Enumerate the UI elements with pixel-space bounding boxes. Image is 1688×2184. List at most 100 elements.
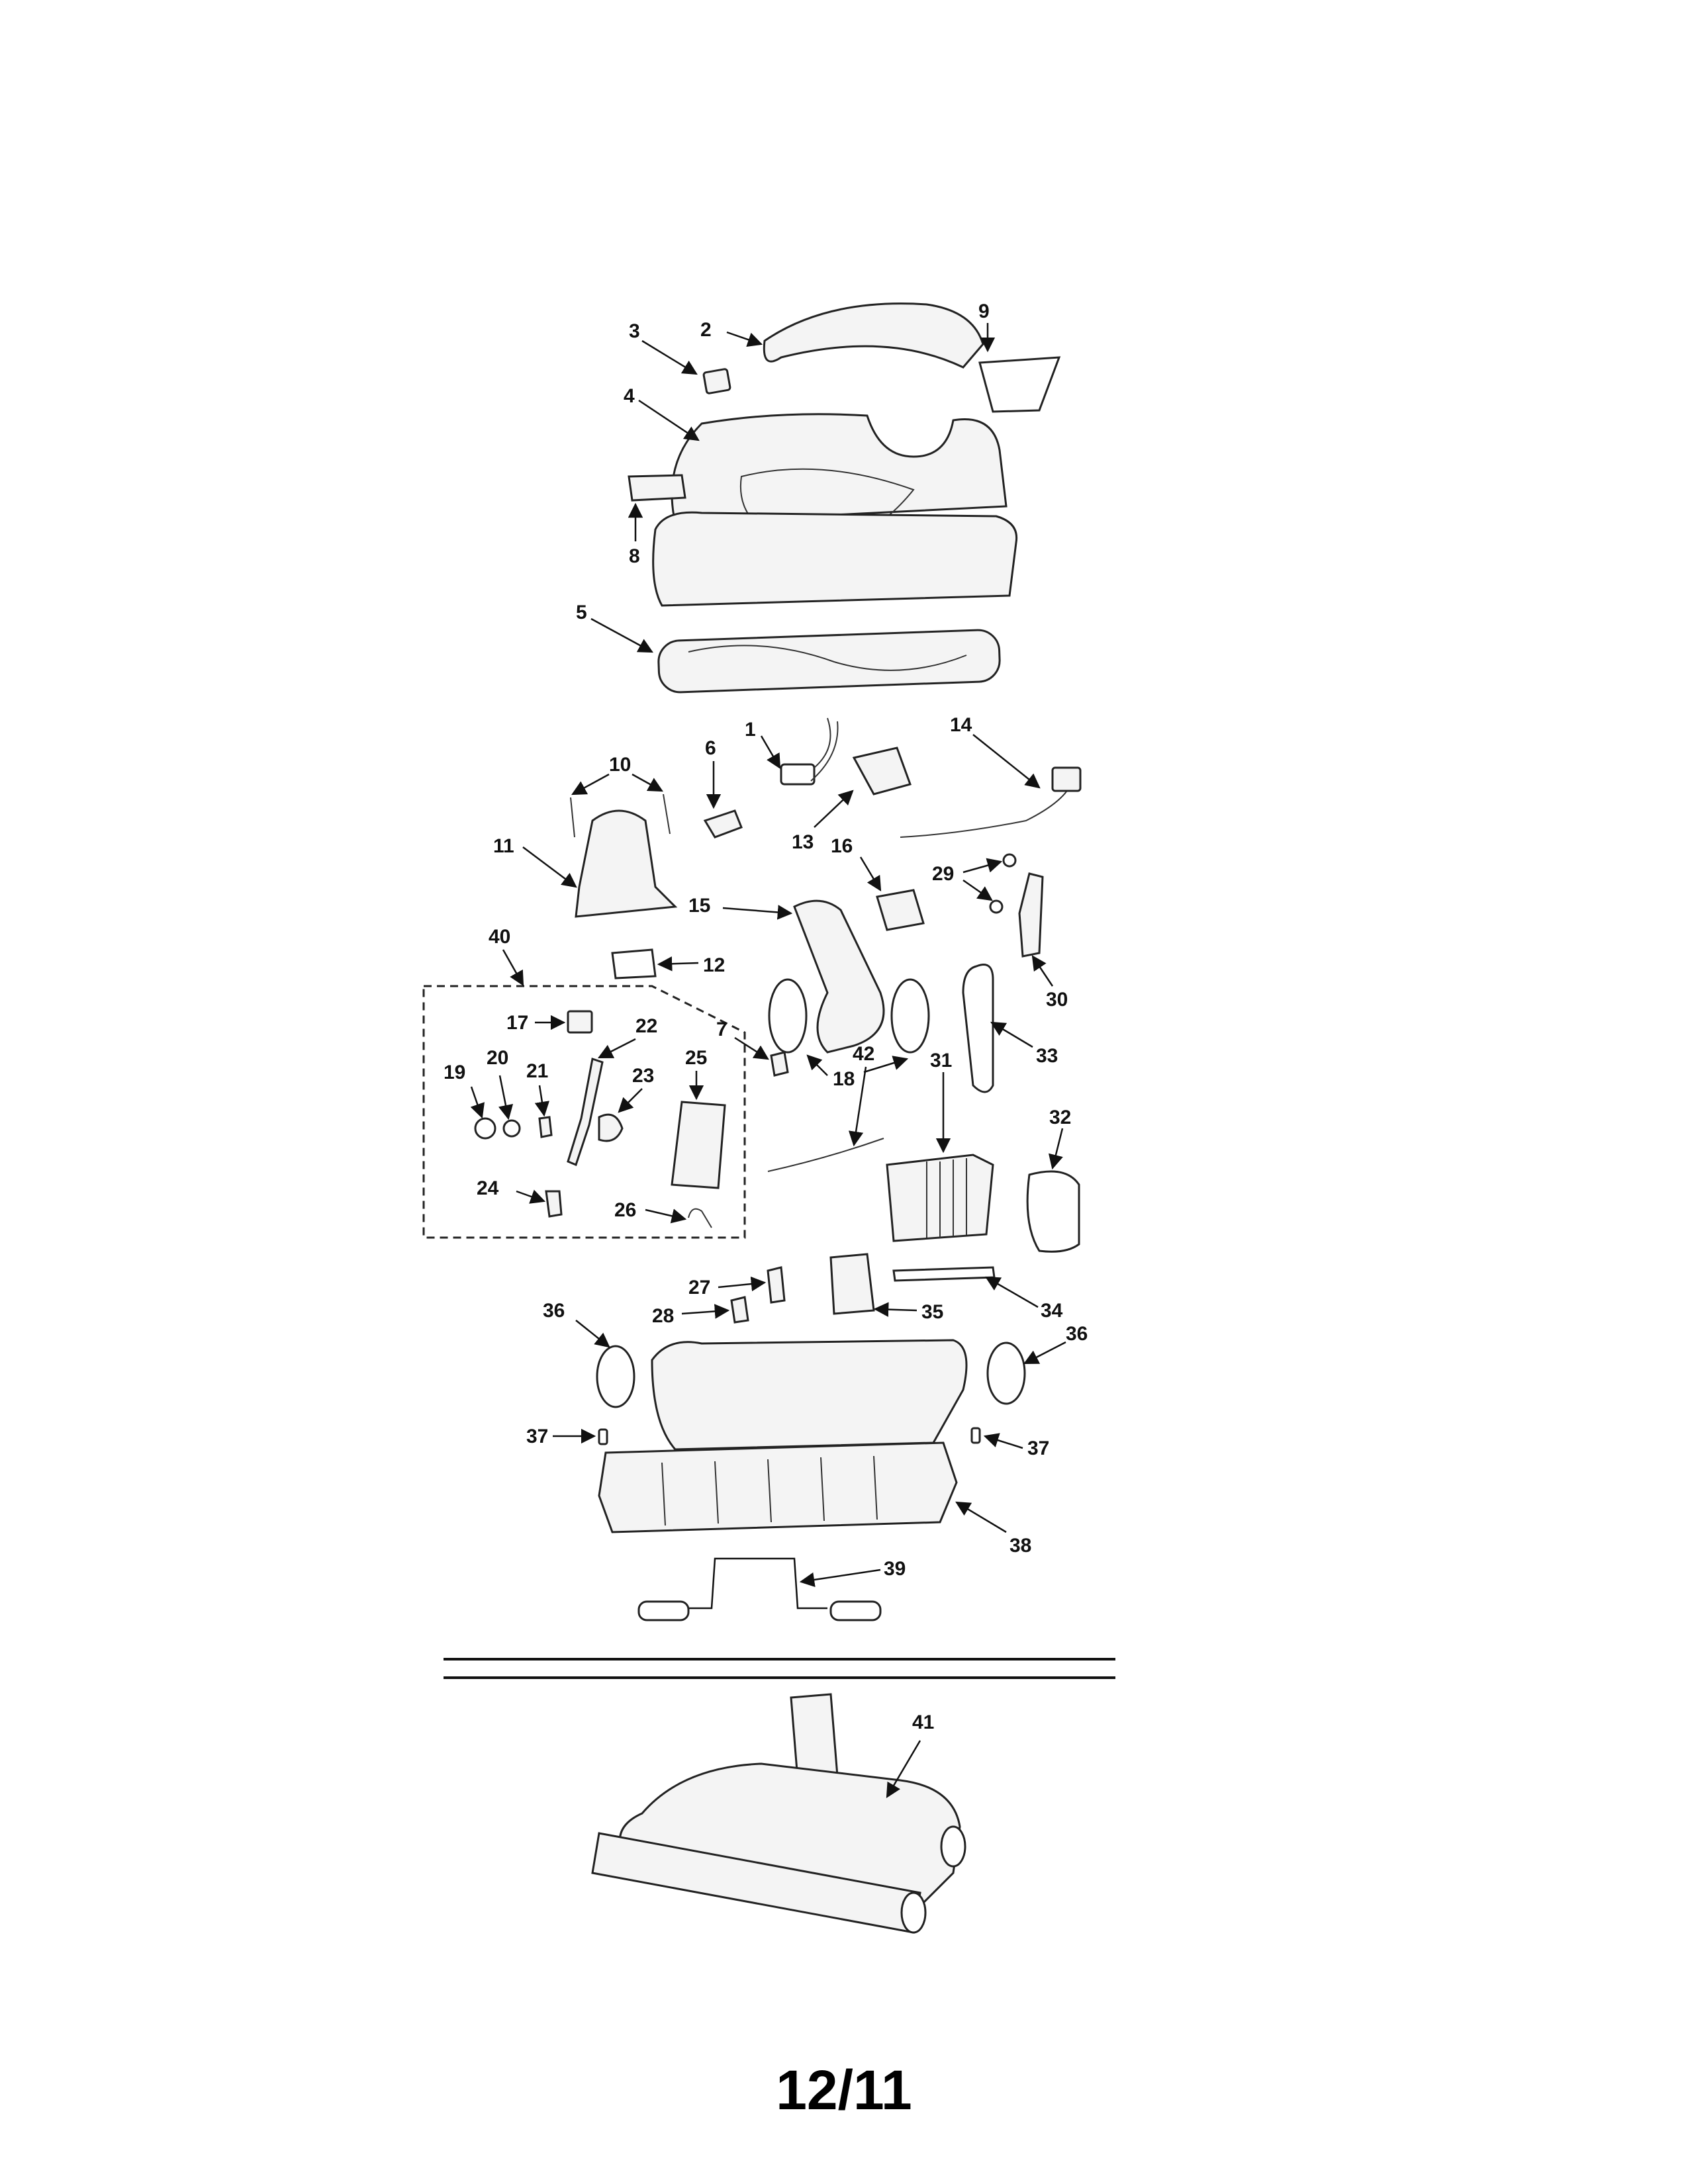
callout-35: 35 — [921, 1301, 943, 1323]
part-32-band — [1026, 1170, 1080, 1253]
callout-23: 23 — [632, 1065, 654, 1087]
leader-14 — [972, 734, 1041, 789]
callout-32: 32 — [1049, 1107, 1071, 1128]
callout-17: 17 — [506, 1012, 528, 1034]
part-39-roller-right — [829, 1600, 882, 1621]
page-number: 12/11 — [776, 2059, 912, 2121]
callout-22: 22 — [635, 1015, 657, 1037]
leader-24 — [516, 1189, 546, 1204]
part-1-wire — [810, 717, 839, 782]
callout-2: 2 — [700, 319, 712, 341]
leader-29-top — [962, 858, 1003, 874]
leader-34 — [985, 1276, 1039, 1308]
part-9-filter — [978, 356, 1061, 413]
part-11-bracket — [575, 809, 678, 918]
part-18-wheel-right — [890, 978, 930, 1054]
callout-36-left: 36 — [543, 1300, 565, 1322]
part-6-switch — [703, 809, 743, 839]
leader-4 — [638, 399, 700, 441]
callout-26: 26 — [614, 1199, 636, 1221]
callout-30: 30 — [1046, 989, 1068, 1011]
callout-5: 5 — [576, 602, 587, 623]
leader-18-right — [863, 1056, 909, 1073]
leader-38 — [955, 1501, 1007, 1533]
part-30-latch — [1018, 872, 1044, 958]
callout-9: 9 — [978, 300, 990, 322]
callout-1: 1 — [745, 719, 756, 741]
leader-12 — [657, 956, 699, 972]
part-29-pin-top — [1002, 853, 1017, 868]
part-17-cap — [567, 1010, 593, 1034]
part-7-spring — [770, 1051, 789, 1077]
part-16-clip — [876, 889, 925, 931]
callout-11: 11 — [493, 835, 514, 857]
leader-35 — [873, 1302, 917, 1317]
callout-24: 24 — [477, 1177, 499, 1199]
callout-10: 10 — [609, 754, 631, 776]
leader-7 — [734, 1036, 769, 1060]
part-15-neck — [793, 899, 885, 1054]
part-3-square-pad — [702, 368, 731, 394]
leader-23 — [618, 1088, 643, 1113]
callout-34: 34 — [1041, 1300, 1063, 1322]
part-35-bracket — [829, 1253, 875, 1315]
callout-42: 42 — [853, 1043, 874, 1065]
callout-18: 18 — [833, 1068, 855, 1090]
callout-38: 38 — [1009, 1535, 1031, 1557]
leader-29-bottom — [962, 879, 993, 901]
leader-42 — [848, 1066, 867, 1147]
part-37-pin-left — [598, 1428, 608, 1445]
part-10-screw-right — [663, 794, 671, 835]
callout-7: 7 — [716, 1019, 727, 1040]
leader-20 — [498, 1075, 514, 1120]
leader-30 — [1031, 955, 1054, 987]
leader-21 — [534, 1085, 550, 1117]
callout-12: 12 — [703, 954, 725, 976]
callout-29: 29 — [932, 863, 954, 885]
leader-39 — [799, 1569, 881, 1588]
part-14-plug — [1051, 766, 1082, 792]
part-24-clip — [545, 1190, 563, 1218]
callout-40: 40 — [489, 926, 510, 948]
leader-33 — [990, 1021, 1033, 1048]
part-38-base-plate — [598, 1441, 958, 1533]
callout-20: 20 — [487, 1047, 508, 1069]
leader-10-right — [632, 773, 663, 792]
part-34-rod — [892, 1266, 996, 1282]
leader-1 — [760, 735, 781, 769]
part-41-wheel-front — [900, 1891, 927, 1934]
part-10-screw-left — [570, 797, 575, 838]
callout-37-left: 37 — [526, 1426, 548, 1447]
leader-16 — [859, 856, 882, 891]
part-14-cord — [900, 780, 1073, 838]
part-22-lever — [567, 1058, 604, 1167]
part-27-clip — [767, 1266, 786, 1304]
callout-28: 28 — [652, 1305, 674, 1327]
callout-27: 27 — [688, 1277, 710, 1298]
part-26-spring — [688, 1208, 712, 1228]
part-19-washer — [474, 1117, 496, 1140]
leader-18-left — [806, 1054, 828, 1076]
leader-13 — [814, 790, 854, 828]
leader-5 — [590, 617, 653, 653]
leader-36-right — [1023, 1341, 1066, 1365]
part-4-hood — [671, 413, 1008, 524]
part-21-spring-clip — [538, 1116, 553, 1138]
leader-2 — [726, 331, 763, 347]
callout-33: 33 — [1036, 1045, 1058, 1067]
callout-15: 15 — [688, 895, 710, 917]
callout-13: 13 — [792, 831, 814, 853]
leader-3 — [641, 340, 698, 375]
leader-22 — [597, 1038, 636, 1059]
leader-27 — [718, 1276, 767, 1292]
base-plate-ribs — [661, 1455, 878, 1526]
leader-28 — [681, 1304, 730, 1319]
leader-19 — [470, 1086, 485, 1119]
brush-bristles — [688, 645, 967, 671]
kit-40-outline — [422, 985, 746, 1239]
leader-15 — [722, 905, 793, 920]
leader-37-right — [983, 1433, 1023, 1449]
part-2-top-cover — [763, 302, 984, 369]
callout-31: 31 — [930, 1050, 952, 1071]
callout-16: 16 — [831, 835, 853, 857]
